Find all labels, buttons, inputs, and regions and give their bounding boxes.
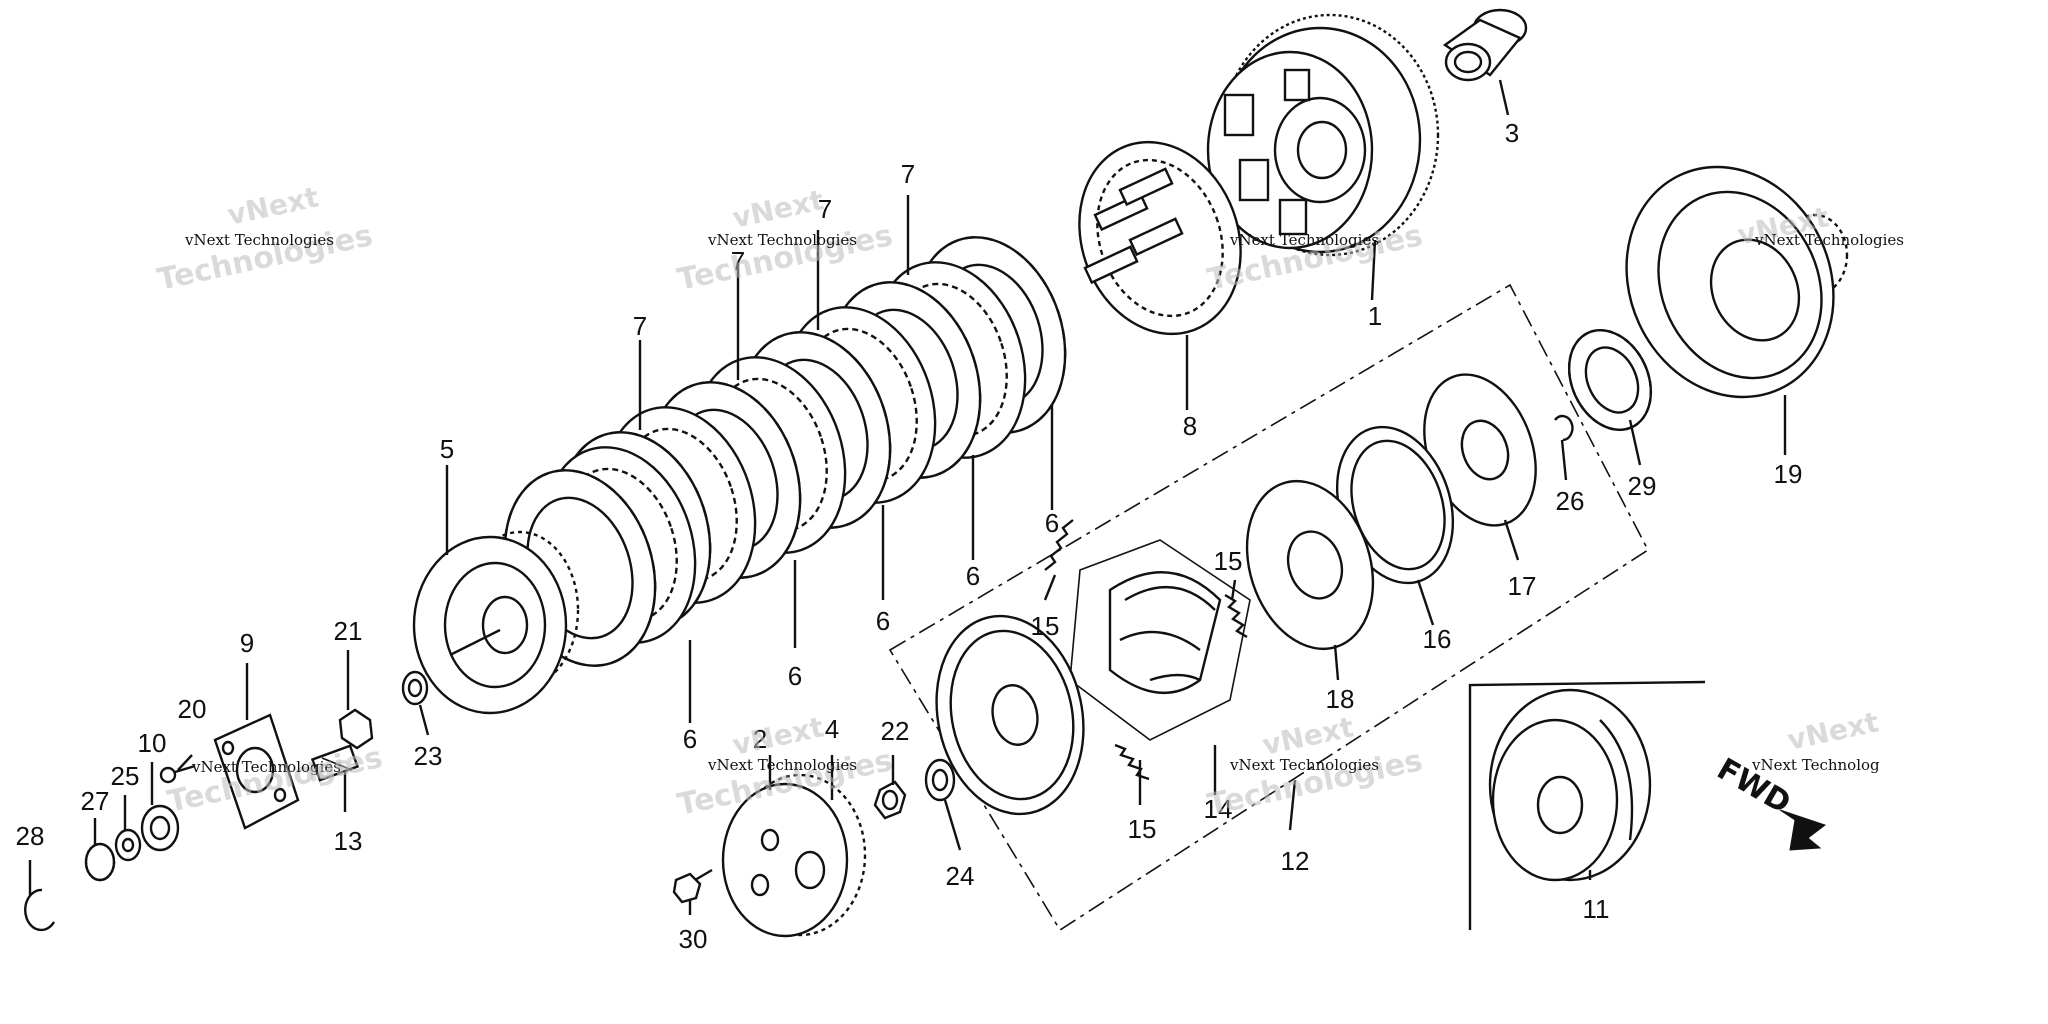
label-26: 26 [1556, 486, 1585, 516]
svg-text:vNext: vNext [1785, 705, 1882, 756]
label-2: 2 [753, 724, 767, 754]
label-22: 22 [881, 716, 910, 746]
label-7a: 7 [901, 159, 915, 189]
label-23: 23 [414, 741, 443, 771]
label-8: 8 [1183, 411, 1197, 441]
svg-text:vNext: vNext [1260, 710, 1357, 761]
svg-text:vNext: vNext [225, 180, 322, 231]
collar [1442, 8, 1528, 82]
label-6b: 6 [966, 561, 980, 591]
label-17: 17 [1508, 571, 1537, 601]
label-10: 10 [138, 728, 167, 758]
label-15b: 15 [1214, 546, 1243, 576]
label-6a: 6 [1045, 508, 1059, 538]
label-16: 16 [1423, 624, 1452, 654]
clutch-cover-2-4 [721, 773, 867, 938]
label-1: 1 [1368, 301, 1382, 331]
assembly-boundary-12 [888, 283, 1650, 932]
label-6e: 6 [683, 724, 697, 754]
label-9: 9 [240, 628, 254, 658]
label-12: 12 [1281, 846, 1310, 876]
svg-text:vNext Technologies: vNext Technologies [191, 758, 341, 776]
svg-text:vNext Technologies: vNext Technologies [1754, 231, 1904, 249]
clutch-drum [1625, 165, 1849, 399]
label-24: 24 [946, 861, 975, 891]
lifter-plate-9 [213, 713, 300, 830]
clutch-assembly-11 [1488, 688, 1652, 882]
label-28: 28 [16, 821, 45, 851]
leader-lines [28, 79, 1787, 915]
label-6c: 6 [876, 606, 890, 636]
circlip-28 [24, 888, 56, 932]
pressure-plate [1078, 140, 1242, 336]
label-4: 4 [825, 714, 839, 744]
drive-plate [935, 614, 1085, 816]
label-14: 14 [1204, 794, 1233, 824]
washer-24 [924, 758, 956, 802]
svg-text:vNext Technologies: vNext Technologies [707, 231, 857, 249]
screw-20 [159, 764, 196, 784]
label-15c: 15 [1128, 814, 1157, 844]
svg-text:vNext Technologies: vNext Technologies [184, 231, 334, 249]
label-21: 21 [334, 616, 363, 646]
clutch-center [412, 530, 580, 715]
label-11: 11 [1583, 894, 1610, 924]
plate-18 [1245, 479, 1375, 651]
nut-21 [338, 708, 374, 750]
svg-text:vNext: vNext [730, 183, 827, 234]
svg-text:vNext Technolog: vNext Technolog [1751, 756, 1880, 774]
label-7c: 7 [731, 246, 745, 276]
bolt-13 [310, 744, 360, 782]
one-way-clutch [1567, 329, 1653, 431]
label-7b: 7 [818, 194, 832, 224]
spring-15-c [1114, 743, 1150, 781]
label-6d: 6 [788, 661, 802, 691]
label-27: 27 [81, 786, 110, 816]
washer-25 [114, 828, 142, 862]
svg-text:vNext Technologies: vNext Technologies [1229, 231, 1379, 249]
label-19: 19 [1774, 459, 1803, 489]
label-7d: 7 [633, 311, 647, 341]
clutch-disc-stack [503, 236, 1067, 667]
part-labels: 1 2 3 4 5 6 6 6 6 6 6 7 7 7 7 7 8 9 10 1… [16, 118, 1803, 954]
spring-15-b [1224, 593, 1248, 639]
bolt-30 [672, 868, 713, 904]
label-15a: 15 [1031, 611, 1060, 641]
label-3: 3 [1505, 118, 1519, 148]
gear-27 [84, 842, 116, 882]
label-5: 5 [440, 434, 454, 464]
washer-23 [401, 670, 429, 706]
svg-text:vNext Technologies: vNext Technologies [1229, 756, 1379, 774]
svg-text:vNext Technologies: vNext Technologies [707, 756, 857, 774]
nut-22 [873, 780, 907, 820]
clutch-outer [1206, 13, 1440, 257]
spring-15-a [1044, 519, 1074, 571]
label-13: 13 [334, 826, 363, 856]
label-18: 18 [1326, 684, 1355, 714]
bearing-10 [140, 804, 180, 852]
inset-box-11 [1468, 680, 1706, 930]
label-30: 30 [679, 924, 708, 954]
circlip-26 [1554, 414, 1574, 442]
label-29: 29 [1628, 471, 1657, 501]
label-25: 25 [111, 761, 140, 791]
svg-text:vNext: vNext [730, 710, 827, 761]
label-20: 20 [178, 694, 207, 724]
